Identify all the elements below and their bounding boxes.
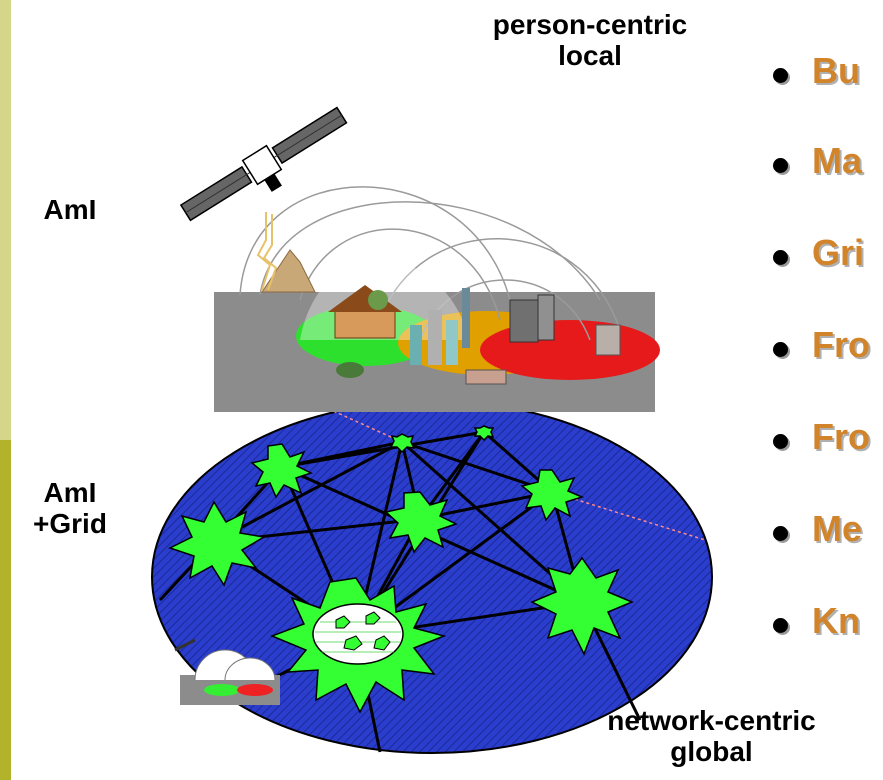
- network-centric-line1: network-centric: [607, 705, 816, 736]
- grid-node: [250, 443, 313, 499]
- bullet-dot-icon: [773, 158, 788, 173]
- bullet-text: Fro: [812, 324, 870, 365]
- central-hub-ellipse: [312, 603, 404, 665]
- bullet-text: Gri: [812, 232, 865, 273]
- person-centric-line2: local: [558, 39, 622, 71]
- person-centric-line1: person-centric: [492, 9, 688, 40]
- bullet-dot-icon: [773, 342, 788, 357]
- grid-node: [520, 469, 585, 522]
- ami-grid-label: AmI +Grid: [5, 477, 135, 540]
- mini-ami-landscape: [174, 638, 280, 705]
- ami-landscape: [214, 186, 660, 412]
- satellite-icon: [179, 106, 348, 222]
- grid-nodes: [168, 425, 634, 714]
- bullet-text: Me: [812, 508, 863, 549]
- bullet-dot-icon: [773, 526, 788, 541]
- ami-grid-line2: +Grid: [33, 507, 107, 539]
- bullet-dot-icon: [773, 618, 788, 633]
- grid-node: [530, 556, 634, 656]
- person-centric-label: person-centric local: [420, 9, 760, 72]
- ami-grid-line1: AmI: [43, 477, 97, 508]
- bullet-text: Bu: [812, 50, 860, 91]
- grid-node: [168, 500, 267, 587]
- grid-node: [473, 425, 495, 442]
- bullet-dot-icon: [773, 250, 788, 265]
- bullet-dot-icon: [773, 434, 788, 449]
- bullet-text: Fro: [812, 416, 870, 457]
- grid-node: [389, 433, 416, 454]
- network-centric-line2: global: [670, 735, 753, 767]
- bullet-text: Kn: [812, 600, 860, 641]
- bullet-text: Ma: [812, 140, 863, 181]
- sidebar-accent-bottom: [0, 440, 11, 780]
- grid-node: [384, 491, 458, 554]
- sidebar-accent-top: [0, 0, 11, 440]
- bullet-dot-icon: [773, 68, 788, 83]
- ami-label: AmI: [43, 194, 97, 225]
- network-centric-label: network-centric global: [540, 705, 883, 768]
